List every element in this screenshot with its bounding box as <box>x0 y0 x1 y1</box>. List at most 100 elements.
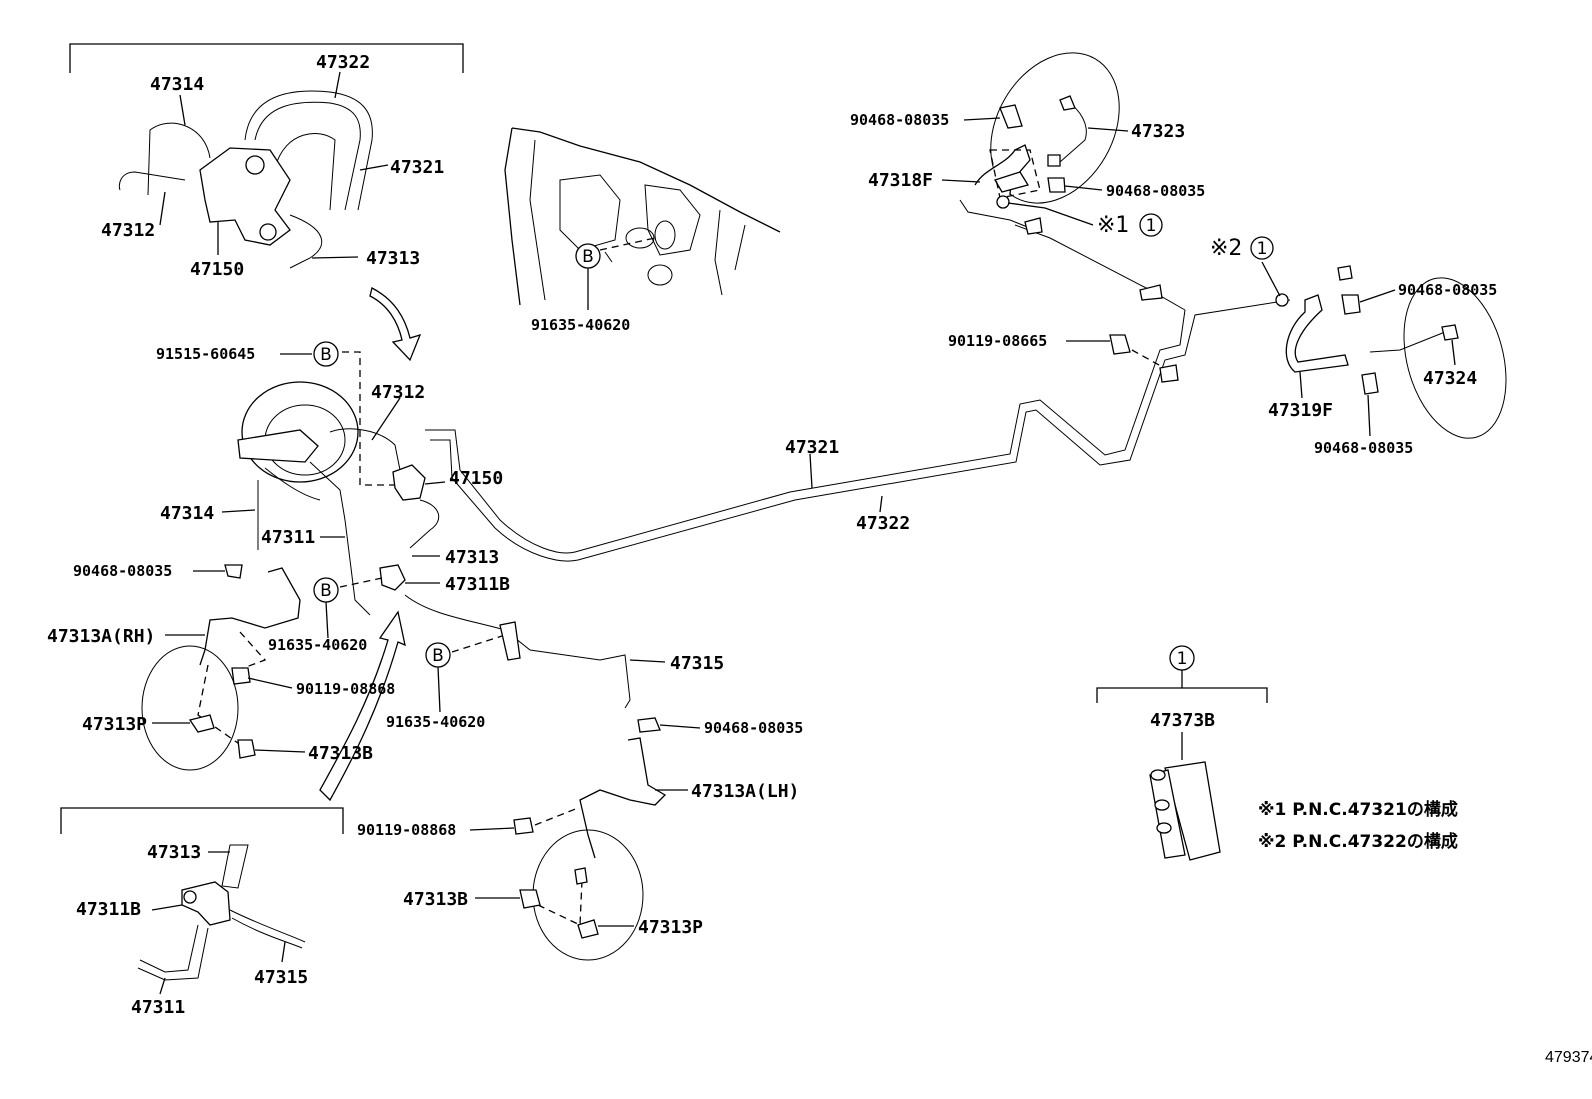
pipe-47311-inset <box>139 924 199 973</box>
pipe-47315-inset-2 <box>231 917 303 949</box>
clip-47313P <box>188 714 215 733</box>
circle-one-mark <box>1250 236 1274 260</box>
pipe-47321-assy <box>274 133 336 211</box>
fitting <box>1337 265 1353 281</box>
panel-line <box>529 139 546 301</box>
part-label: 90119-08868 <box>357 821 456 839</box>
leader <box>334 71 341 99</box>
part-label: 47322 <box>856 513 910 534</box>
dashed-connector <box>237 631 267 671</box>
rear-line-47321 <box>425 309 1186 554</box>
inset-bracket <box>60 807 344 834</box>
part-label: 47312 <box>371 382 425 403</box>
leader <box>159 977 166 995</box>
hose-47313A-LH <box>579 737 667 859</box>
part-label: 91635-40620 <box>268 636 367 654</box>
line-47318F <box>959 199 1031 229</box>
rear-brake-lines: 90468-08035 47323 47318F 90468-08035 ※1 … <box>785 52 1507 534</box>
circle-b-text: B <box>320 345 332 365</box>
part-label: 91635-40620 <box>386 713 485 731</box>
leader <box>879 495 883 513</box>
leader <box>1007 202 1094 226</box>
part-label: 47313P <box>82 714 147 735</box>
junction-inset: 47313 47311B 47315 47311 <box>60 807 344 1018</box>
dashed-connector <box>342 351 395 486</box>
dashed-connector <box>537 879 583 927</box>
part-label: 47150 <box>449 468 503 489</box>
hose-47319F <box>1285 294 1349 373</box>
ref-point <box>996 195 1010 209</box>
leader <box>1087 127 1129 132</box>
part-label: 91515-60645 <box>156 345 255 363</box>
circle-one-text: 1 <box>1146 216 1157 236</box>
leader <box>221 509 256 513</box>
line-47312 <box>329 428 401 471</box>
pipe-47313-assy <box>289 214 322 269</box>
leader <box>1299 371 1303 399</box>
master-cylinder <box>237 429 319 463</box>
leader <box>371 397 401 441</box>
leader <box>963 117 1001 121</box>
fitting <box>1047 154 1061 167</box>
part-label: 90468-08035 <box>73 562 172 580</box>
clip-90468 <box>1047 177 1066 193</box>
valve-assembly-group: 47322 47314 47321 47312 47150 47313 <box>69 43 464 362</box>
leader <box>179 94 186 126</box>
dashed-connector <box>451 635 503 653</box>
panel-hole <box>654 220 676 250</box>
component-1-group: 1 47373B <box>1096 645 1268 861</box>
bolt-90119 <box>513 817 534 835</box>
part-label: 90468-08035 <box>1106 182 1205 200</box>
leader <box>311 256 359 259</box>
leader <box>1451 339 1456 366</box>
hose-47313A-RH <box>199 567 301 666</box>
part-port <box>1156 822 1172 834</box>
arrow-icon <box>319 610 406 802</box>
panel-cutout <box>559 174 621 251</box>
clip-90468 <box>1024 217 1043 235</box>
part-label: 90468-08035 <box>704 719 803 737</box>
circle-one-text: 1 <box>1177 649 1188 669</box>
part-label: 90468-08035 <box>850 111 949 129</box>
junction-47311B <box>379 564 406 591</box>
panel-hole <box>647 264 673 286</box>
leader <box>469 827 515 831</box>
part-label: 47324 <box>1423 368 1477 389</box>
leader <box>325 601 329 639</box>
detail-circle-47324 <box>1403 277 1507 439</box>
pipe-47314-assy <box>147 122 211 196</box>
part-label: 47319F <box>1268 400 1333 421</box>
part-label: 47311B <box>76 899 141 920</box>
bracket-clip <box>499 621 521 661</box>
line-47311 <box>309 461 371 616</box>
leader <box>424 481 446 485</box>
part-label: 47313 <box>147 842 201 863</box>
ref-mark-1: ※1 <box>1097 213 1129 238</box>
part-label: 91635-40620 <box>531 316 630 334</box>
body-panel-view: B 91635-40620 <box>504 127 781 334</box>
dashed-connector <box>197 664 246 749</box>
circle-one-text: 1 <box>1257 239 1268 259</box>
part-label: 90468-08035 <box>1398 281 1497 299</box>
bracket <box>1159 364 1179 383</box>
panel-mark <box>604 251 613 263</box>
circle-b-text: B <box>320 581 332 601</box>
part-label: 90119-08868 <box>296 680 395 698</box>
bolt-47313B <box>519 889 541 909</box>
part-port <box>1150 769 1166 781</box>
part-label: 47315 <box>254 967 308 988</box>
clip-90468 <box>1341 294 1361 315</box>
valve-47150 <box>199 147 291 246</box>
clip-90468 <box>224 564 243 579</box>
panel-line <box>714 209 723 296</box>
figure-id: 479374 <box>1545 1049 1592 1066</box>
line-47314b <box>264 467 321 501</box>
leader <box>247 677 293 689</box>
leader <box>437 666 441 713</box>
part-label: 47321 <box>785 437 839 458</box>
part-label: 47313B <box>308 743 373 764</box>
circle-b-mark <box>313 341 339 367</box>
part-label: 47373B <box>1150 710 1215 731</box>
valve-port <box>259 223 277 241</box>
